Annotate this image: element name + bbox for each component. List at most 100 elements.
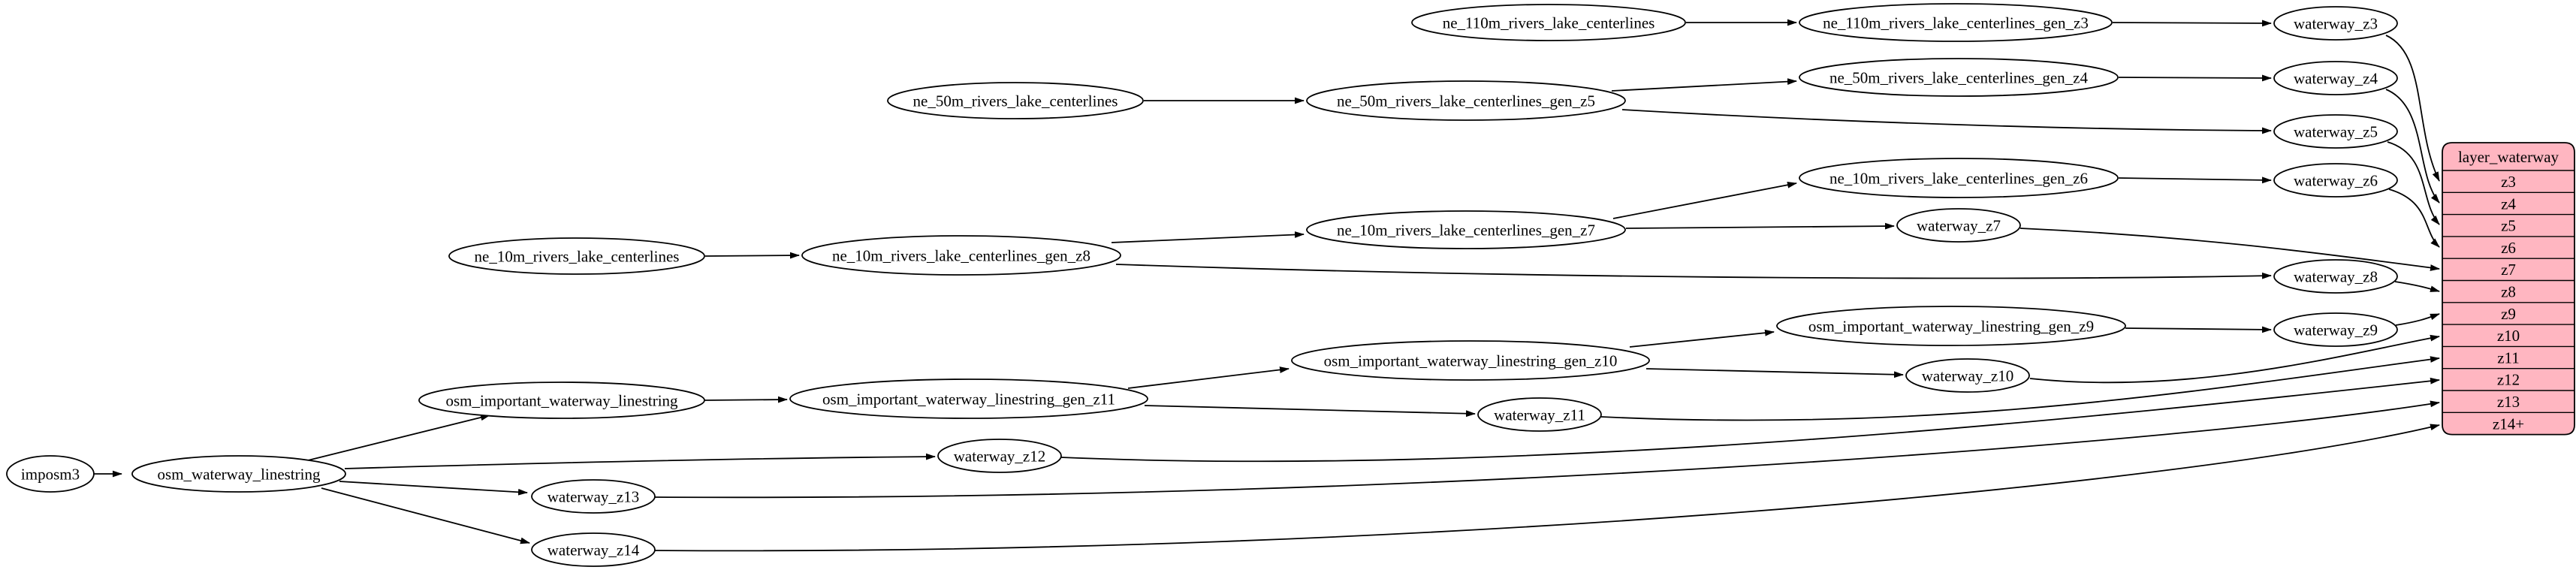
node-label-waterway_z10: waterway_z10	[1922, 366, 2013, 385]
edge-waterway_z12-to-layer_waterway.z12	[1060, 377, 2440, 463]
node-ellipse-osm_waterway_linestring	[131, 455, 346, 493]
node-ellipse-imposm3	[6, 455, 95, 493]
node-label-ne_110m_rivers_lake_centerlines: ne_110m_rivers_lake_centerlines	[1443, 14, 1655, 32]
node-label-osm_waterway_linestring: osm_waterway_linestring	[158, 465, 321, 483]
edge-ne_50m_rivers_lake_centerlines_gen_z4-to-waterway_z4	[2118, 74, 2272, 82]
node-label-osm_important_waterway_linestring_gen_z9: osm_important_waterway_linestring_gen_z9	[1808, 317, 2094, 335]
node-imposm3: imposm3	[6, 455, 95, 493]
node-label-ne_10m_rivers_lake_centerlines: ne_10m_rivers_lake_centerlines	[475, 247, 680, 265]
node-ellipse-ne_50m_rivers_lake_centerlines	[887, 82, 1144, 119]
node-ellipse-ne_10m_rivers_lake_centerlines_gen_z7	[1306, 210, 1626, 249]
record-row-z12: z12	[2497, 371, 2520, 389]
node-ne_50m_rivers_lake_centerlines_gen_z4: ne_50m_rivers_lake_centerlines_gen_z4	[1799, 58, 2119, 97]
node-label-waterway_z7: waterway_z7	[1917, 216, 2001, 234]
record-row-z8: z8	[2501, 283, 2516, 301]
edge-ne_10m_rivers_lake_centerlines_gen_z7-to-waterway_z7	[1625, 222, 1895, 230]
record-row-z6: z6	[2501, 239, 2516, 257]
node-waterway_z13: waterway_z13	[531, 479, 656, 514]
edge-ne_10m_rivers_lake_centerlines_gen_z8-to-ne_10m_rivers_lake_centerlines_gen_z7	[1111, 231, 1305, 243]
node-ellipse-waterway_z5	[2273, 114, 2398, 149]
node-label-ne_50m_rivers_lake_centerlines_gen_z5: ne_50m_rivers_lake_centerlines_gen_z5	[1337, 92, 1595, 110]
node-label-ne_10m_rivers_lake_centerlines_gen_z7: ne_10m_rivers_lake_centerlines_gen_z7	[1337, 221, 1595, 239]
node-waterway_z3: waterway_z3	[2273, 6, 2398, 41]
edge-osm_waterway_linestring-to-osm_important_waterway_linestring	[307, 414, 490, 461]
node-waterway_z6: waterway_z6	[2273, 163, 2398, 198]
node-waterway_z8: waterway_z8	[2273, 259, 2398, 294]
node-ne_110m_rivers_lake_centerlines: ne_110m_rivers_lake_centerlines	[1411, 4, 1686, 41]
node-ellipse-ne_10m_rivers_lake_centerlines_gen_z8	[801, 235, 1121, 276]
node-ellipse-ne_10m_rivers_lake_centerlines	[448, 237, 705, 275]
node-ellipse-ne_50m_rivers_lake_centerlines_gen_z4	[1799, 58, 2119, 97]
node-ne_50m_rivers_lake_centerlines: ne_50m_rivers_lake_centerlines	[887, 82, 1144, 119]
node-label-waterway_z5: waterway_z5	[2294, 122, 2378, 140]
record-title: layer_waterway	[2458, 148, 2559, 166]
record-row-z5: z5	[2501, 217, 2516, 235]
node-label-ne_50m_rivers_lake_centerlines_gen_z4: ne_50m_rivers_lake_centerlines_gen_z4	[1829, 68, 2089, 86]
node-label-osm_important_waterway_linestring: osm_important_waterway_linestring	[445, 391, 678, 409]
edge-waterway_z8-to-layer_waterway.z8	[2394, 281, 2440, 292]
node-label-waterway_z4: waterway_z4	[2294, 69, 2378, 87]
node-ne_50m_rivers_lake_centerlines_gen_z5: ne_50m_rivers_lake_centerlines_gen_z5	[1306, 80, 1626, 121]
record-row-z4: z4	[2501, 195, 2516, 213]
node-label-waterway_z6: waterway_z6	[2294, 171, 2378, 189]
record-row-z9: z9	[2501, 305, 2516, 323]
node-label-waterway_z11: waterway_z11	[1494, 406, 1585, 424]
node-ellipse-ne_110m_rivers_lake_centerlines	[1411, 4, 1686, 41]
edge-osm_important_waterway_linestring_gen_z11-to-osm_important_waterway_linestring_gen_z10	[1127, 366, 1290, 389]
record-row-z14+: z14+	[2493, 415, 2524, 433]
node-label-ne_10m_rivers_lake_centerlines_gen_z6: ne_10m_rivers_lake_centerlines_gen_z6	[1829, 169, 2088, 187]
node-waterway_z9: waterway_z9	[2273, 312, 2398, 347]
edge-osm_waterway_linestring-to-waterway_z12	[344, 453, 936, 469]
edge-ne_10m_rivers_lake_centerlines_gen_z8-to-waterway_z8	[1115, 264, 2272, 279]
edge-waterway_z3-to-layer_waterway.z3	[2385, 35, 2440, 182]
node-waterway_z11: waterway_z11	[1477, 397, 1602, 432]
node-ne_10m_rivers_lake_centerlines_gen_z7: ne_10m_rivers_lake_centerlines_gen_z7	[1306, 210, 1626, 249]
node-osm_waterway_linestring: osm_waterway_linestring	[131, 455, 346, 493]
record-row-z7: z7	[2501, 261, 2516, 279]
edge-waterway_z4-to-layer_waterway.z4	[2385, 89, 2440, 204]
node-ellipse-waterway_z10	[1905, 358, 2030, 393]
edge-osm_waterway_linestring-to-waterway_z13	[339, 481, 528, 496]
edge-waterway_z10-to-layer_waterway.z10	[2029, 334, 2440, 384]
node-ellipse-waterway_z13	[531, 479, 656, 514]
node-ellipse-waterway_z12	[937, 439, 1062, 473]
edge-waterway_z5-to-layer_waterway.z5	[2387, 141, 2440, 225]
edge-waterway_z13-to-layer_waterway.z13	[654, 400, 2440, 499]
node-label-imposm3: imposm3	[21, 465, 80, 483]
node-label-ne_50m_rivers_lake_centerlines: ne_50m_rivers_lake_centerlines	[913, 92, 1118, 110]
node-label-waterway_z13: waterway_z13	[547, 487, 639, 505]
edge-osm_important_waterway_linestring_gen_z10-to-waterway_z10	[1645, 368, 1904, 378]
node-ne_10m_rivers_lake_centerlines_gen_z6: ne_10m_rivers_lake_centerlines_gen_z6	[1799, 158, 2119, 198]
node-ellipse-waterway_z14	[531, 532, 656, 567]
node-ellipse-ne_110m_rivers_lake_centerlines_gen_z3	[1799, 3, 2113, 42]
edge-waterway_z9-to-layer_waterway.z9	[2395, 313, 2440, 326]
node-osm_important_waterway_linestring_gen_z9: osm_important_waterway_linestring_gen_z9	[1776, 306, 2126, 346]
edge-osm_important_waterway_linestring_gen_z9-to-waterway_z9	[2125, 326, 2272, 333]
edge-osm_important_waterway_linestring_gen_z10-to-osm_important_waterway_linestring_gen_z9	[1629, 329, 1775, 348]
node-label-ne_10m_rivers_lake_centerlines_gen_z8: ne_10m_rivers_lake_centerlines_gen_z8	[832, 246, 1090, 264]
node-ne_10m_rivers_lake_centerlines_gen_z8: ne_10m_rivers_lake_centerlines_gen_z8	[801, 235, 1121, 276]
node-ellipse-osm_important_waterway_linestring_gen_z10	[1291, 340, 1650, 381]
node-osm_important_waterway_linestring_gen_z10: osm_important_waterway_linestring_gen_z1…	[1291, 340, 1650, 381]
node-ellipse-osm_important_waterway_linestring_gen_z11	[789, 378, 1148, 419]
node-waterway_z5: waterway_z5	[2273, 114, 2398, 149]
edge-osm_important_waterway_linestring_gen_z11-to-waterway_z11	[1144, 405, 1476, 418]
node-osm_important_waterway_linestring_gen_z11: osm_important_waterway_linestring_gen_z1…	[789, 378, 1148, 419]
node-ellipse-waterway_z11	[1477, 397, 1602, 432]
node-label-osm_important_waterway_linestring_gen_z11: osm_important_waterway_linestring_gen_z1…	[822, 390, 1115, 408]
node-ellipse-waterway_z3	[2273, 6, 2398, 41]
node-waterway_z7: waterway_z7	[1896, 208, 2021, 243]
node-ellipse-ne_10m_rivers_lake_centerlines_gen_z6	[1799, 158, 2119, 198]
edge-waterway_z11-to-layer_waterway.z11	[1600, 356, 2440, 421]
edges-layer	[94, 19, 2440, 552]
edge-osm_waterway_linestring-to-waterway_z14	[321, 487, 530, 544]
node-ellipse-ne_50m_rivers_lake_centerlines_gen_z5	[1306, 80, 1626, 121]
record-row-z13: z13	[2497, 393, 2520, 411]
edge-ne_10m_rivers_lake_centerlines_gen_z6-to-waterway_z6	[2118, 176, 2272, 184]
layer-waterway-record: layer_waterwayz3z4z5z6z7z8z9z10z11z12z13…	[2442, 142, 2575, 436]
node-label-waterway_z9: waterway_z9	[2294, 321, 2378, 339]
nodes-layer: imposm3 osm_waterway_linestring osm_import…	[6, 3, 2398, 567]
edge-ne_50m_rivers_lake_centerlines_gen_z5-to-ne_50m_rivers_lake_centerlines_gen_z4	[1611, 78, 1797, 92]
